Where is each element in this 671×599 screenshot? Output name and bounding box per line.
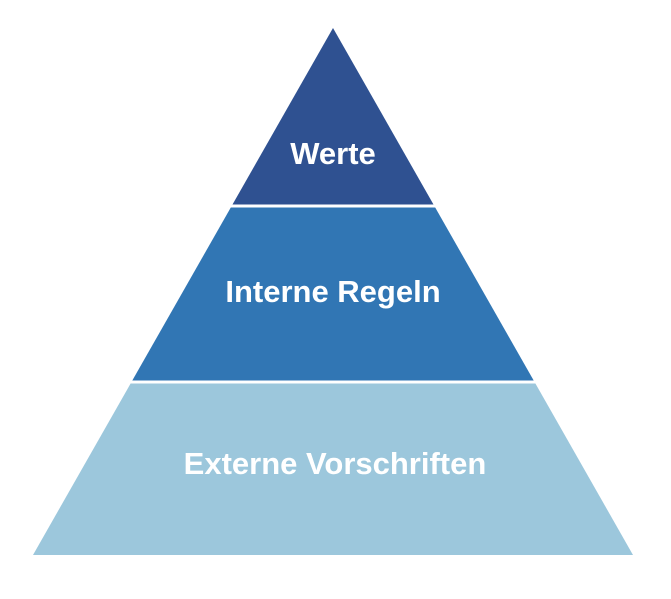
pyramid-level-interne-regeln <box>132 207 534 381</box>
pyramid-level-label-interne-regeln: Interne Regeln <box>225 274 440 309</box>
pyramid-level-label-werte: Werte <box>290 136 376 171</box>
pyramid-level-label-externe-vorschriften: Externe Vorschriften <box>184 446 487 481</box>
pyramid-level-externe-vorschriften <box>33 383 633 555</box>
pyramid-level-werte <box>232 28 434 205</box>
